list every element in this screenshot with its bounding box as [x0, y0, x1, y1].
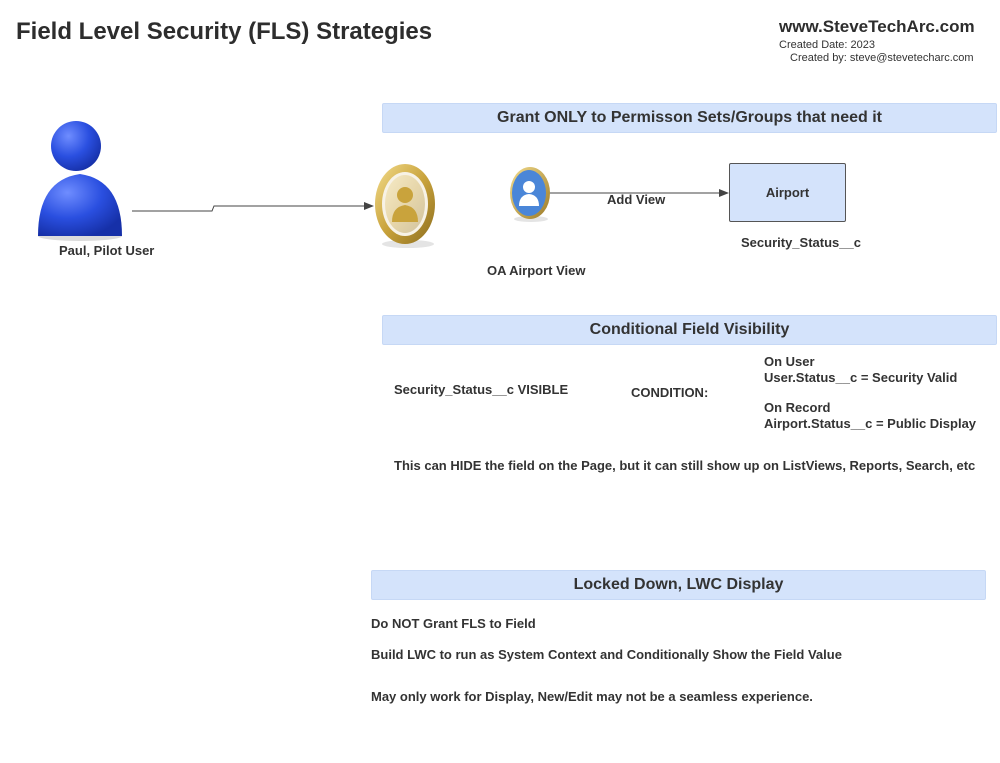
- field-visible-label: Security_Status__c VISIBLE: [394, 382, 569, 397]
- user-condition: User.Status__c = Security Valid: [764, 370, 958, 385]
- created-date: Created Date: 2023: [779, 39, 876, 51]
- field-label: Security_Status__c: [741, 235, 861, 250]
- page-title: Field Level Security (FLS) Strategies: [16, 18, 433, 45]
- section-grant-banner: Grant ONLY to Permisson Sets/Groups that…: [382, 103, 997, 133]
- locked-line-3: May only work for Display, New/Edit may …: [371, 689, 813, 704]
- locked-line-1: Do NOT Grant FLS to Field: [371, 616, 536, 631]
- section-conditional-banner: Conditional Field Visibility: [382, 315, 997, 345]
- permission-set-label: OA Airport View: [487, 263, 586, 278]
- section-locked-banner: Locked Down, LWC Display: [371, 570, 986, 600]
- airport-object-box: Airport: [729, 163, 846, 222]
- record-condition: Airport.Status__c = Public Display: [764, 416, 977, 431]
- created-by: Created by: steve@stevetecharc.com: [790, 52, 974, 64]
- on-user-label: On User: [764, 354, 815, 369]
- conditional-note: This can HIDE the field on the Page, but…: [394, 458, 976, 473]
- on-record-label: On Record: [764, 400, 831, 415]
- condition-label: CONDITION:: [631, 385, 709, 400]
- permission-set-icon: [510, 167, 550, 222]
- user-label: Paul, Pilot User: [59, 243, 155, 258]
- locked-line-2: Build LWC to run as System Context and C…: [371, 647, 842, 662]
- user-icon: [38, 121, 122, 241]
- permission-set-group-icon: [375, 164, 435, 248]
- site-name: www.SteveTechArc.com: [779, 17, 975, 36]
- add-view-label: Add View: [607, 192, 666, 207]
